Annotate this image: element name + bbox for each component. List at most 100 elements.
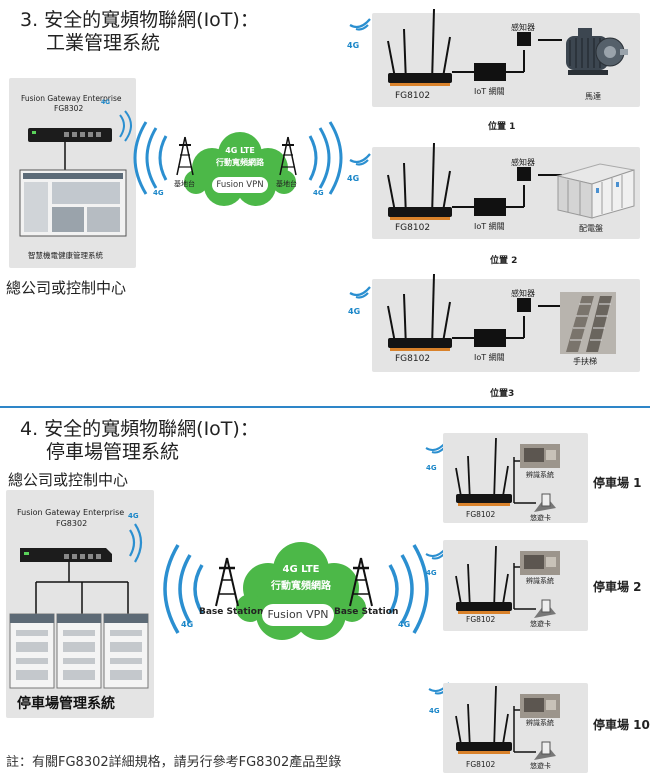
site-caption: 位置 2: [490, 256, 518, 266]
lot-label: 停車場 1: [593, 476, 642, 490]
equipment-label: 配電盤: [579, 224, 603, 233]
router-fg8102-icon: [455, 437, 512, 506]
hq-device-brand: Fusion Gateway Enterprise: [17, 508, 125, 517]
iot-gateway-box: [474, 198, 506, 216]
sensor-box: [517, 298, 531, 312]
hq-4g-label: 4G: [128, 512, 139, 520]
recognition-label: 辨識系統: [526, 471, 554, 479]
router-label: FG8102: [466, 760, 496, 769]
hq-gateway-device-icon: [28, 110, 132, 170]
section3-title-line2: 工業管理系統: [46, 32, 161, 54]
sensor-box: [517, 32, 531, 46]
hq-label-parking: 總公司或控制中心: [8, 471, 129, 489]
section3-title: 3. 安全的寬頻物聯網(IoT)： 工業管理系統: [20, 9, 259, 55]
network-right-waves: [388, 544, 429, 634]
gateway-label: IoT 網關: [474, 353, 505, 362]
card-label: 悠遊卡: [530, 620, 551, 628]
hq-device-brand: Fusion Gateway Enterprise: [21, 94, 122, 103]
connection-lines: [452, 174, 562, 208]
recognition-camera-icon: [520, 444, 560, 468]
iot-gateway-box: [474, 63, 506, 81]
router-label: FG8102: [466, 510, 496, 519]
router-fg8102-icon: [387, 142, 452, 220]
escalator-icon: [560, 292, 616, 354]
parking-system-screens: [9, 613, 149, 689]
base-tower-left-icon: [176, 136, 194, 176]
equipment-label: 馬達: [585, 92, 601, 101]
cloud-line2: 行動寬頻網路: [216, 158, 264, 167]
lot-label: 停車場 10: [593, 718, 650, 732]
router-fg8102-icon: [455, 545, 512, 614]
recognition-label: 辨識系統: [526, 719, 554, 727]
hq-gateway-device-icon: [20, 523, 143, 616]
lot-panel: [443, 683, 588, 773]
gateway-label: IoT 網關: [474, 222, 505, 231]
section4-title-line1: 4. 安全的寬頻物聯網(IoT)：: [20, 418, 259, 440]
site-caption: 位置 1: [488, 122, 516, 132]
site-4g-waves: [349, 153, 371, 166]
recognition-camera-icon: [520, 551, 560, 575]
vpn-pill: Fusion VPN: [262, 604, 334, 626]
sensor-label: 感知器: [511, 289, 535, 298]
base-tower-right-icon: [279, 136, 297, 176]
base-tower-right-icon: [349, 557, 373, 607]
card-label: 悠遊卡: [530, 762, 551, 770]
hq-monitor-screen: [19, 169, 127, 237]
router-label: FG8102: [466, 615, 496, 624]
section3-title-line1: 3. 安全的寬頻物聯網(IoT)：: [20, 9, 259, 31]
card-label: 悠遊卡: [530, 514, 551, 522]
sensor-label: 感知器: [511, 158, 535, 167]
hq-device-model: FG8302: [56, 519, 88, 528]
lot-4g-label: 4G: [429, 707, 440, 715]
network-right-waves: [308, 121, 343, 195]
left-tower-label: 基地台: [174, 180, 195, 188]
router-fg8102-icon: [455, 685, 512, 754]
left-tower-label: Base Station: [199, 607, 264, 617]
router-label: FG8102: [395, 354, 431, 364]
motor-icon: [566, 28, 628, 75]
site-4g-label: 4G: [348, 307, 361, 316]
switchboard-icon: [556, 163, 635, 219]
hq-label-industrial: 總公司或控制中心: [6, 279, 127, 297]
right-4g-label: 4G: [398, 620, 411, 629]
left-4g-label: 4G: [153, 189, 164, 197]
sensor-box: [517, 167, 531, 181]
card-reader-icon: [534, 741, 556, 760]
lot-4g-label: 4G: [426, 569, 437, 577]
connection-lines: [452, 305, 562, 339]
cloud-line1: 4G LTE: [282, 564, 320, 575]
connection-lines: [452, 39, 562, 73]
iot-gateway-box: [474, 329, 506, 347]
site-4g-waves: [349, 18, 371, 31]
card-reader-icon: [534, 599, 556, 618]
section4-title: 4. 安全的寬頻物聯網(IoT)： 停車場管理系統: [20, 418, 259, 464]
right-4g-label: 4G: [313, 189, 324, 197]
lot-4g-label: 4G: [426, 464, 437, 472]
hq-4g-label: 4G: [101, 99, 111, 106]
recognition-label: 辨識系統: [526, 577, 554, 585]
base-tower-left-icon: [215, 557, 239, 607]
cloud-line2: 行動寬頻網路: [271, 581, 331, 592]
section-divider: [0, 406, 650, 408]
site-4g-label: 4G: [347, 41, 360, 50]
sensor-label: 感知器: [511, 23, 535, 32]
lot-panel: [443, 540, 588, 631]
site-4g-waves: [349, 286, 371, 299]
router-fg8102-icon: [387, 8, 452, 86]
lot-panel: [443, 433, 588, 523]
cloud-line1: 4G LTE: [225, 146, 255, 155]
card-reader-icon: [534, 493, 556, 512]
parking-system-label: 停車場管理系統: [17, 696, 115, 712]
equipment-label: 手扶梯: [573, 357, 597, 366]
site-4g-label: 4G: [347, 174, 360, 183]
section4-title-line2: 停車場管理系統: [46, 441, 180, 463]
recognition-camera-icon: [520, 694, 560, 718]
lot-label: 停車場 2: [593, 580, 642, 594]
hq-screen-caption: 智慧機電健康管理系統: [28, 251, 103, 260]
router-label: FG8102: [395, 91, 431, 101]
router-label: FG8102: [395, 223, 431, 233]
vpn-pill: Fusion VPN: [212, 177, 268, 193]
lte-cloud-icon: [236, 542, 366, 640]
left-4g-label: 4G: [181, 620, 194, 629]
gateway-label: IoT 網關: [474, 87, 505, 96]
